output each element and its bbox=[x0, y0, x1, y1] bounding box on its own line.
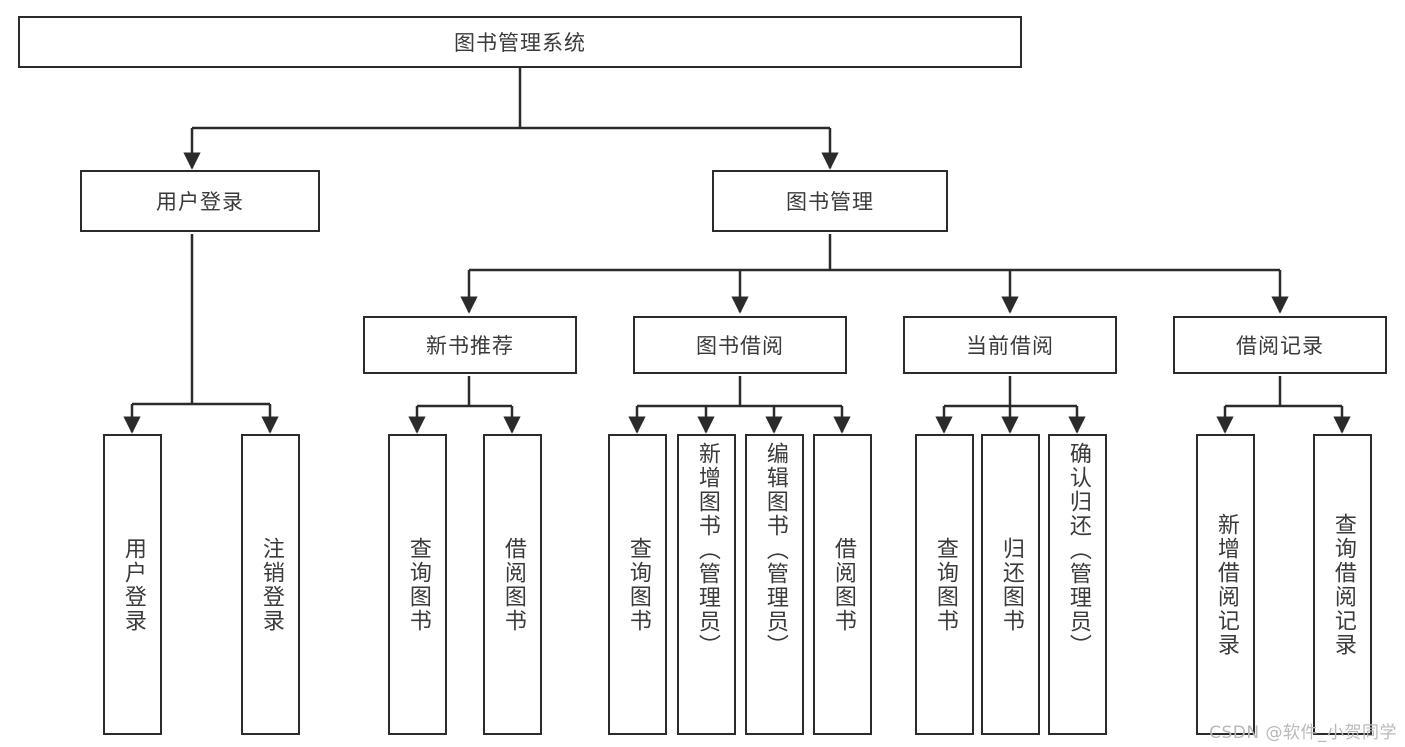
leaf-label: 编辑图书（管理员） bbox=[762, 442, 788, 658]
leaf-label: 借阅图书 bbox=[500, 536, 526, 633]
leaf-label: 借阅图书 bbox=[830, 536, 856, 633]
node-root-label: 图书管理系统 bbox=[454, 31, 586, 55]
leaf-label: 查询图书 bbox=[405, 536, 431, 633]
node-current-borrow[interactable]: 当前借阅 bbox=[903, 316, 1117, 374]
leaf-current-borrow-2[interactable]: 归还图书 bbox=[981, 434, 1040, 735]
leaf-book-borrow-1[interactable]: 查询图书 bbox=[608, 434, 667, 735]
leaf-label: 归还图书 bbox=[998, 536, 1024, 633]
leaf-user-login-1[interactable]: 用户登录 bbox=[103, 434, 162, 735]
node-current-borrow-label: 当前借阅 bbox=[966, 334, 1054, 358]
leaf-book-borrow-3[interactable]: 编辑图书（管理员） bbox=[745, 434, 804, 735]
node-book-borrow-label: 图书借阅 bbox=[696, 334, 784, 358]
leaf-book-borrow-4[interactable]: 借阅图书 bbox=[813, 434, 872, 735]
leaf-current-borrow-1[interactable]: 查询图书 bbox=[915, 434, 974, 735]
leaf-user-login-2[interactable]: 注销登录 bbox=[241, 434, 300, 735]
leaf-new-book-recommend-1[interactable]: 查询图书 bbox=[388, 434, 447, 735]
leaf-label: 查询图书 bbox=[625, 536, 651, 633]
node-borrow-record-label: 借阅记录 bbox=[1236, 334, 1324, 358]
node-root[interactable]: 图书管理系统 bbox=[18, 16, 1022, 68]
node-user-login-label: 用户登录 bbox=[156, 190, 244, 214]
leaf-label: 确认归还（管理员） bbox=[1065, 442, 1091, 658]
leaf-current-borrow-3[interactable]: 确认归还（管理员） bbox=[1048, 434, 1107, 735]
leaf-borrow-record-1[interactable]: 新增借阅记录 bbox=[1196, 434, 1255, 735]
leaf-label: 新增借阅记录 bbox=[1213, 512, 1239, 657]
leaf-label: 查询图书 bbox=[932, 536, 958, 633]
node-user-login[interactable]: 用户登录 bbox=[80, 170, 320, 232]
watermark-text: CSDN @软件_小贺同学 bbox=[1209, 723, 1397, 743]
leaf-label: 用户登录 bbox=[120, 536, 146, 633]
leaf-label: 查询借阅记录 bbox=[1330, 512, 1356, 657]
leaf-label: 新增图书（管理员） bbox=[694, 442, 720, 658]
leaf-borrow-record-2[interactable]: 查询借阅记录 bbox=[1313, 434, 1372, 735]
node-new-book-recommend-label: 新书推荐 bbox=[426, 334, 514, 358]
node-new-book-recommend[interactable]: 新书推荐 bbox=[363, 316, 577, 374]
node-book-borrow[interactable]: 图书借阅 bbox=[633, 316, 847, 374]
leaf-label: 注销登录 bbox=[258, 536, 284, 633]
node-book-management[interactable]: 图书管理 bbox=[712, 170, 948, 232]
node-borrow-record[interactable]: 借阅记录 bbox=[1173, 316, 1387, 374]
leaf-book-borrow-2[interactable]: 新增图书（管理员） bbox=[677, 434, 736, 735]
node-book-management-label: 图书管理 bbox=[786, 190, 874, 214]
leaf-new-book-recommend-2[interactable]: 借阅图书 bbox=[483, 434, 542, 735]
